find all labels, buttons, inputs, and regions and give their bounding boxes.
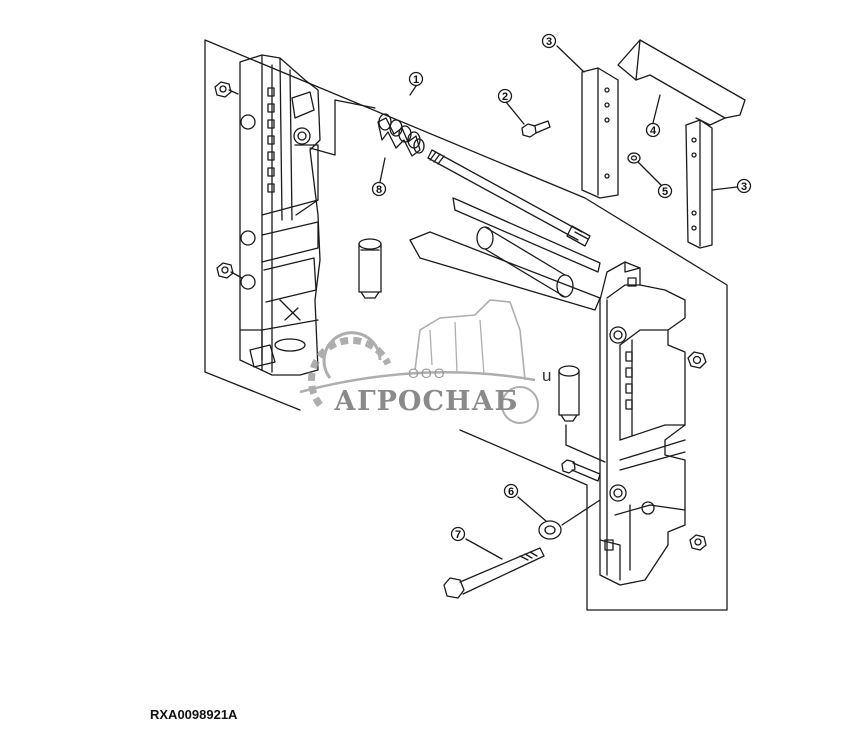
hitch-link: [409, 197, 601, 311]
washer-5: [627, 152, 641, 164]
bolt-right-small: [561, 459, 601, 482]
nut-mid-left: [216, 262, 243, 279]
assembly-outline: [204, 39, 728, 611]
stray-glyph: u: [542, 366, 551, 385]
long-bolt-7: [443, 547, 545, 599]
callout-1-circle: [408, 71, 424, 87]
nut-top-left: [214, 81, 239, 98]
callout-3b: 3: [741, 181, 747, 193]
callout-6: 6: [508, 486, 514, 498]
spring: [377, 113, 425, 157]
leader-3b: [711, 186, 738, 191]
callout-6-circle: [503, 483, 519, 499]
callout-8: 8: [376, 184, 382, 196]
callout-labels: 1 2 3 3 4 5 6 7 8: [376, 36, 747, 541]
callout-3b-circle: [736, 178, 752, 194]
leader-3a: [556, 45, 585, 73]
callout-2-circle: [497, 88, 513, 104]
long-rod: [427, 149, 591, 247]
callout-5: 5: [662, 186, 668, 198]
callout-7-circle: [450, 526, 466, 542]
leader-6: [517, 496, 547, 522]
nut-right-upper: [687, 351, 707, 369]
watermark-prefix: ООО: [408, 365, 447, 381]
watermark-name: АГРОСНАБ: [334, 386, 519, 417]
bracket-3-upper: [581, 67, 619, 199]
leader-2: [505, 101, 525, 125]
callout-5-circle: [657, 183, 673, 199]
callout-8-circle: [371, 181, 387, 197]
left-bracket: [239, 54, 321, 376]
pin-right: [558, 365, 580, 422]
leader-5: [637, 161, 662, 186]
right-bracket: [599, 261, 686, 586]
watermark-logo: [299, 299, 539, 424]
callout-7: 7: [455, 529, 461, 541]
bracket-3-lower: [685, 119, 713, 249]
pin-middle: [358, 238, 382, 299]
washer-6: [538, 520, 562, 540]
leader-8: [379, 157, 386, 183]
nut-right-lower: [689, 534, 707, 551]
callout-3a-circle: [541, 33, 557, 49]
callout-1: 1: [413, 74, 419, 86]
callout-4-circle: [645, 122, 661, 138]
figure-code: RXA0098921A: [150, 707, 238, 722]
leader-4: [652, 94, 661, 124]
plate-4: [617, 39, 746, 126]
callout-3a: 3: [546, 36, 552, 48]
callout-2: 2: [502, 91, 508, 103]
leader-7: [465, 538, 503, 560]
leader-1: [409, 85, 417, 96]
callout-4: 4: [650, 125, 657, 137]
bolt-2: [521, 120, 551, 138]
